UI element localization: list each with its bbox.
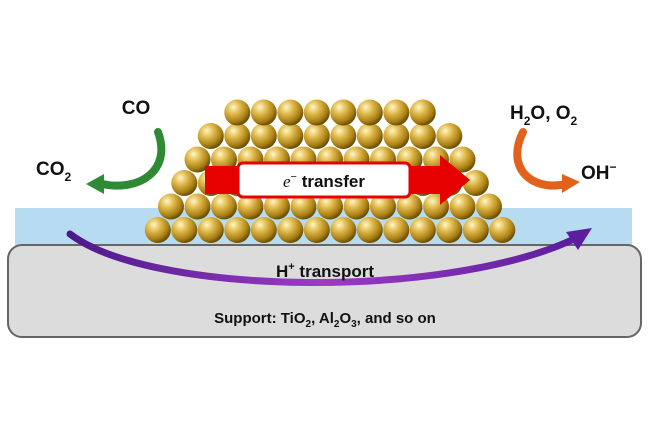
gold-nanoparticle bbox=[224, 217, 251, 243]
gold-nanoparticle bbox=[356, 123, 383, 149]
gold-nanoparticle bbox=[330, 217, 357, 243]
gold-nanoparticle bbox=[250, 99, 277, 126]
co2-label: CO2 bbox=[36, 159, 72, 184]
gold-nanoparticle bbox=[462, 170, 489, 196]
oxygen-reduction-arrow bbox=[513, 128, 580, 193]
gold-nanoparticle bbox=[250, 123, 277, 149]
gold-nanoparticle bbox=[277, 99, 304, 126]
gold-nanoparticle bbox=[449, 193, 476, 220]
gold-nanoparticle bbox=[290, 193, 317, 220]
gold-nanoparticle bbox=[158, 193, 184, 220]
gold-nanoparticle bbox=[370, 193, 396, 220]
oh-label: OH− bbox=[581, 160, 617, 184]
gold-nanoparticle bbox=[264, 193, 290, 220]
gold-nanoparticle bbox=[462, 217, 489, 243]
gold-nanoparticle bbox=[383, 99, 410, 126]
gold-nanoparticle bbox=[197, 123, 224, 149]
electron-transfer-arrow: e− transfer bbox=[205, 155, 470, 205]
gold-nanoparticle bbox=[184, 193, 211, 220]
gold-nanoparticle bbox=[144, 217, 171, 243]
gold-nanoparticle bbox=[303, 123, 330, 149]
co2-reduction-arrow bbox=[86, 128, 166, 194]
gold-nanoparticle bbox=[343, 193, 370, 220]
gold-nanoparticle bbox=[396, 193, 423, 220]
electron-transfer-label: e− transfer bbox=[283, 171, 365, 191]
gold-nanoparticle bbox=[224, 99, 251, 126]
gold-nanoparticle bbox=[171, 217, 198, 243]
gold-nanoparticle bbox=[409, 217, 436, 243]
gold-nanoparticle bbox=[317, 193, 343, 220]
gold-nanoparticle bbox=[356, 217, 383, 243]
proton-transport-arrow bbox=[66, 228, 592, 286]
gold-nanoparticle bbox=[409, 123, 436, 149]
gold-nanoparticle bbox=[184, 146, 211, 173]
gold-nanoparticle bbox=[171, 170, 198, 196]
gold-nanoparticle bbox=[277, 123, 304, 149]
gold-nanoparticle bbox=[409, 99, 436, 126]
gold-nanoparticle bbox=[250, 217, 277, 243]
gold-nanoparticle bbox=[277, 217, 304, 243]
gold-nanoparticle bbox=[436, 217, 463, 243]
proton-transport-label: H+ transport bbox=[276, 261, 374, 281]
gold-nanoparticle bbox=[224, 123, 251, 149]
gold-nanoparticle bbox=[330, 123, 357, 149]
gold-nanoparticle bbox=[356, 99, 383, 126]
support-label: Support: TiO2, Al2O3, and so on bbox=[214, 310, 436, 330]
h2o-o2-label: H2O, O2 bbox=[510, 103, 578, 128]
gold-nanoparticle bbox=[476, 193, 502, 220]
gold-nanoparticle bbox=[489, 217, 516, 243]
gold-nanoparticle bbox=[449, 146, 476, 173]
gold-nanoparticle bbox=[330, 99, 357, 126]
gold-nanoparticle bbox=[383, 123, 410, 149]
gold-nanoparticle bbox=[197, 217, 224, 243]
gold-nanoparticle bbox=[383, 217, 410, 243]
gold-nanoparticle bbox=[211, 193, 237, 220]
gold-nanoparticle bbox=[237, 193, 264, 220]
gold-nanoparticle bbox=[303, 217, 330, 243]
gold-nanoparticle bbox=[436, 123, 463, 149]
gold-nanoparticle bbox=[303, 99, 330, 126]
co-label: CO bbox=[122, 98, 151, 119]
